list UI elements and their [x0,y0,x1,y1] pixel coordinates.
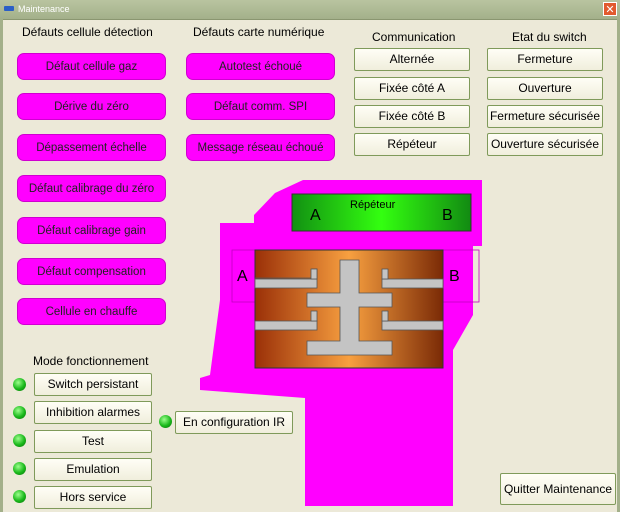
comm-alternee-button[interactable]: Alternée [354,48,470,71]
mode-inhibition-button[interactable]: Inhibition alarmes [34,401,152,424]
window-frame-left [0,19,3,512]
comm-repeteur-button[interactable]: Répéteur [354,133,470,156]
led-config-ir-icon [159,415,172,428]
led-hors-service-icon [13,490,26,503]
header-communication: Communication [372,30,456,44]
led-emulation-icon [13,462,26,475]
header-carte: Défauts carte numérique [193,25,325,39]
quit-maintenance-button[interactable]: Quitter Maintenance [500,473,616,505]
switch-side-a: A [237,268,248,285]
led-test-icon [13,434,26,447]
fault-message-reseau: Message réseau échoué [186,134,335,161]
comm-fixee-a-button[interactable]: Fixée côté A [354,77,470,100]
fault-chauffe: Cellule en chauffe [17,298,166,325]
led-switch-persistant-icon [13,378,26,391]
fault-calibrage-zero: Défaut calibrage du zéro [17,175,166,202]
fault-autotest: Autotest échoué [186,53,335,80]
switch-ouverture-securisee-button[interactable]: Ouverture sécurisée [487,133,603,156]
switch-ouverture-button[interactable]: Ouverture [487,77,603,100]
window-title: Maintenance [18,4,70,14]
repeater-side-b: B [442,207,453,224]
fault-cellule-gaz: Défaut cellule gaz [17,53,166,80]
fault-derive-zero: Dérive du zéro [17,93,166,120]
switch-fermeture-securisee-button[interactable]: Fermeture sécurisée [487,105,603,128]
switch-contacts [254,259,444,356]
header-switch: Etat du switch [512,30,587,44]
fault-compensation: Défaut compensation [17,258,166,285]
header-mode: Mode fonctionnement [33,354,149,368]
led-inhibition-icon [13,406,26,419]
fault-comm-spi: Défaut comm. SPI [186,93,335,120]
mode-emulation-button[interactable]: Emulation [34,458,152,481]
window-icon [4,6,14,11]
repeater-side-a: A [310,207,321,224]
switch-fermeture-button[interactable]: Fermeture [487,48,603,71]
config-ir-button[interactable]: En configuration IR [175,411,293,434]
repeater-label: Répéteur [350,199,396,211]
switch-side-b: B [449,268,460,285]
window-frame-right [617,19,620,512]
mode-test-button[interactable]: Test [34,430,152,453]
title-bar[interactable] [0,0,620,20]
comm-fixee-b-button[interactable]: Fixée côté B [354,105,470,128]
header-cellule: Défauts cellule détection [22,25,153,39]
fault-depassement: Dépassement échelle [17,134,166,161]
mode-hors-service-button[interactable]: Hors service [34,486,152,509]
mode-switch-persistant-button[interactable]: Switch persistant [34,373,152,396]
close-button[interactable]: ✕ [603,2,617,16]
repeater-box [291,193,472,232]
fault-calibrage-gain: Défaut calibrage gain [17,217,166,244]
